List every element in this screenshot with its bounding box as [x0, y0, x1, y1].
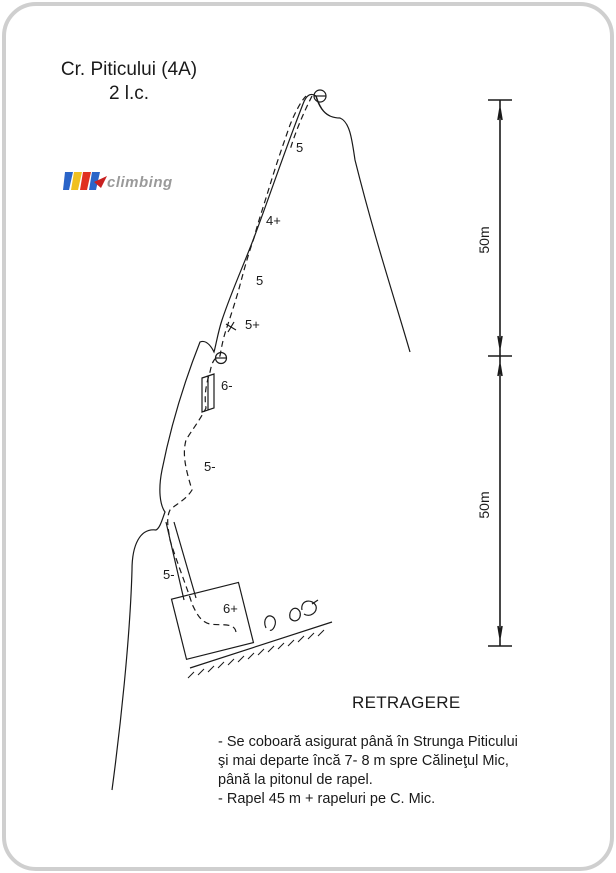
grade-label: 5+ — [245, 317, 260, 332]
route-name: Cr. Piticului (4A) — [60, 59, 198, 80]
logo-mark — [63, 172, 107, 190]
retreat-description: - Se coboară asigurat până în Strunga Pi… — [218, 733, 518, 809]
scale-label-lower: 50m — [476, 491, 492, 519]
pitch-line-left — [165, 521, 185, 601]
sox-climbing-logo: climbing — [63, 168, 193, 194]
retreat-line: - Se coboară asigurat până în Strunga Pi… — [218, 734, 518, 750]
vegetation-symbol — [264, 599, 319, 631]
retreat-line: şi mai departe încă 7- 8 m spre Călineţu… — [218, 753, 509, 769]
grade-label: 6- — [221, 378, 233, 393]
grade-label: 5- — [204, 459, 216, 474]
rock-outline — [111, 93, 411, 791]
grade-label: 5- — [163, 567, 175, 582]
pitch-line-right — [173, 521, 197, 599]
grade-label: 5 — [296, 140, 304, 155]
retreat-line: până la pitonul de rapel. — [218, 772, 373, 788]
crack-symbol — [201, 373, 215, 413]
ground-hatching — [187, 629, 325, 679]
ground-line — [189, 621, 333, 669]
grade-label: 4+ — [266, 213, 281, 228]
piton-mark — [225, 321, 237, 333]
route-length: 2 l.c. — [108, 83, 150, 104]
base-belay-box — [170, 581, 255, 661]
grade-label: 6+ — [223, 601, 238, 616]
route-title: Cr. Piticului (4A) 2 l.c. — [46, 58, 212, 106]
retreat-title: RETRAGERE — [352, 693, 461, 712]
logo-text: climbing — [107, 174, 173, 191]
grade-label: 5 — [256, 273, 264, 288]
route-line — [167, 95, 307, 633]
route-line-alt — [289, 95, 313, 151]
summit-ridge — [315, 95, 331, 117]
scale-lower — [488, 356, 512, 647]
scale-label-upper: 50m — [476, 226, 492, 254]
retreat-line: - Rapel 45 m + rapeluri pe C. Mic. — [218, 791, 436, 807]
